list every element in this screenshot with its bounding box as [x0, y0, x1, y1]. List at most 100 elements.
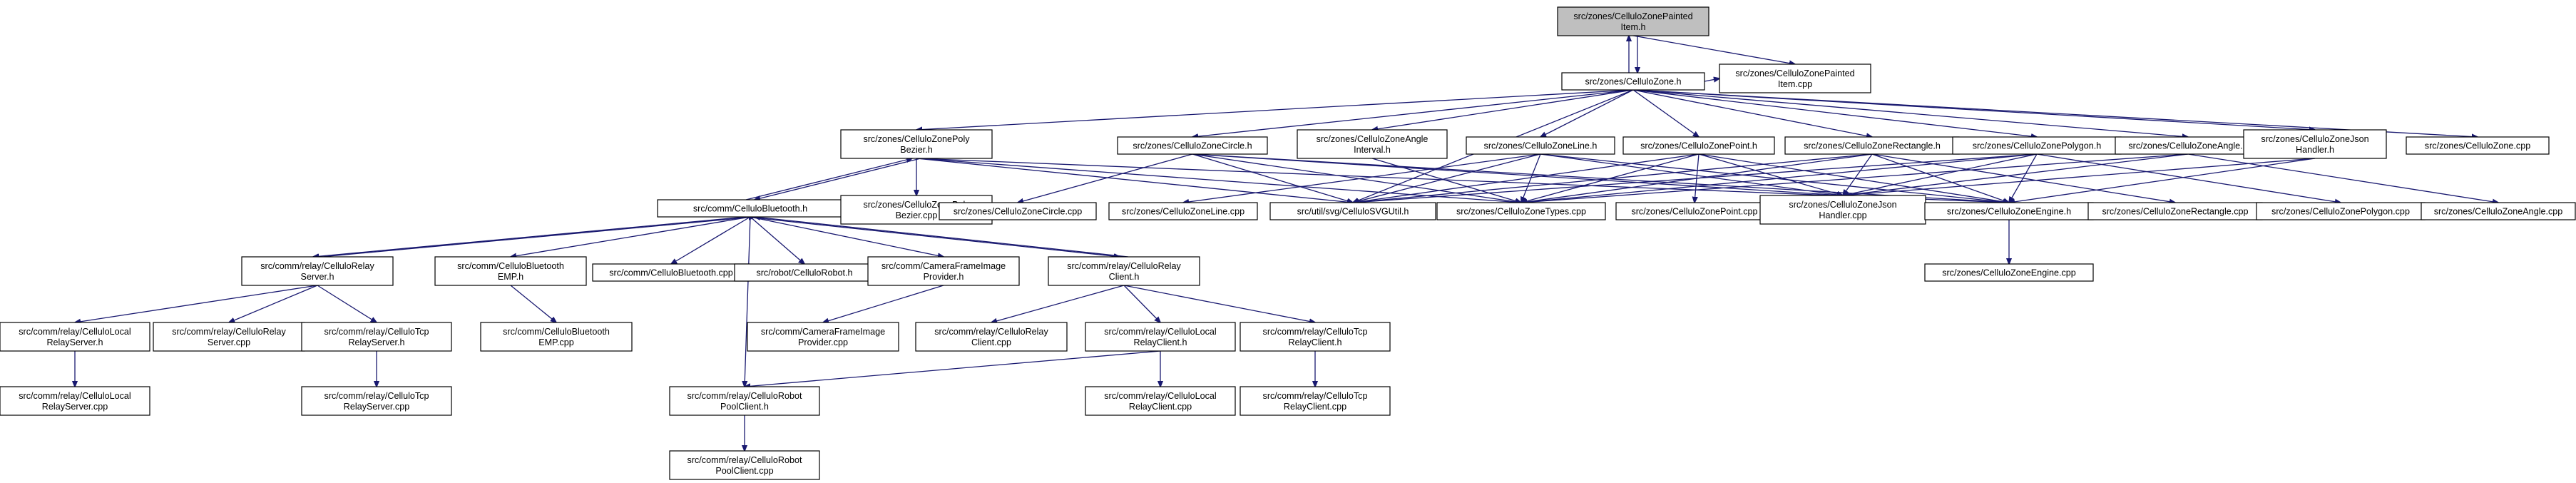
- file-node-polygon-h[interactable]: src/zones/CelluloZonePolygon.h: [1952, 136, 2122, 155]
- node-box: [1048, 256, 1200, 286]
- node-box: [1466, 136, 1615, 155]
- node-box: [1719, 63, 1871, 93]
- dependency-edge: [1192, 153, 1353, 203]
- node-label: src/comm/relay/CelluloTcp: [324, 391, 429, 401]
- node-box: [867, 256, 1020, 286]
- dependency-edge: [755, 217, 1129, 258]
- dependency-edge: [916, 158, 1353, 203]
- file-node-circle-cpp[interactable]: src/zones/CelluloZoneCircle.cpp: [939, 202, 1097, 220]
- dependency-edge: [2187, 153, 2498, 203]
- node-label: src/comm/relay/CelluloTcp: [324, 327, 429, 337]
- node-label: src/comm/relay/CelluloRelay: [260, 261, 374, 271]
- file-node-angle-h[interactable]: src/zones/CelluloZoneAngle.h: [2115, 136, 2261, 155]
- file-node-localclient-cpp[interactable]: src/comm/relay/CelluloLocalRelayClient.c…: [1085, 386, 1236, 416]
- dependency-edge: [2009, 153, 2038, 203]
- file-node-rect-cpp[interactable]: src/zones/CelluloZoneRectangle.cpp: [2087, 202, 2263, 220]
- dependency-edge: [916, 158, 1521, 203]
- node-label: src/comm/relay/CelluloLocal: [1104, 327, 1216, 337]
- file-node-poolclient-cpp[interactable]: src/comm/relay/CelluloRobotPoolClient.cp…: [669, 450, 820, 480]
- node-label: src/zones/CelluloZoneRectangle.cpp: [2102, 207, 2248, 217]
- node-label: RelayServer.cpp: [42, 402, 108, 412]
- file-node-types-cpp[interactable]: src/zones/CelluloZoneTypes.cpp: [1436, 202, 1606, 220]
- node-label: src/zones/CelluloZonePoint.cpp: [1631, 207, 1757, 217]
- node-label: src/zones/CelluloZonePoint.h: [1640, 141, 1757, 151]
- file-node-point-cpp[interactable]: src/zones/CelluloZonePoint.cpp: [1615, 202, 1774, 220]
- dependency-edge: [1372, 89, 1634, 130]
- node-box: [2256, 202, 2426, 220]
- node-box: [2243, 129, 2387, 159]
- dependency-edge: [916, 89, 1634, 130]
- dependency-edge: [1353, 153, 2038, 203]
- dependency-edge: [1521, 153, 1541, 203]
- file-node-svgutil-h[interactable]: src/util/svg/CelluloSVGUtil.h: [1269, 202, 1436, 220]
- node-label: src/zones/CelluloZonePainted: [1573, 11, 1692, 21]
- node-box: [669, 386, 820, 416]
- file-node-czone-cpp[interactable]: src/zones/CelluloZone.cpp: [2406, 136, 2550, 155]
- file-node-engine-h[interactable]: src/zones/CelluloZoneEngine.h: [1924, 202, 2094, 220]
- node-label: src/zones/CelluloZoneAngle.h: [2128, 141, 2247, 151]
- node-label: Client.h: [1109, 272, 1140, 282]
- file-node-line-cpp[interactable]: src/zones/CelluloZoneLine.cpp: [1108, 202, 1258, 220]
- file-node-czone-h[interactable]: src/zones/CelluloZone.h: [1561, 72, 1705, 91]
- node-label: src/zones/CelluloZoneAngle: [1317, 134, 1428, 144]
- node-label: Bezier.cpp: [896, 210, 938, 220]
- node-label: Interval.h: [1354, 145, 1391, 155]
- node-box: [153, 322, 305, 352]
- file-node-line-h[interactable]: src/zones/CelluloZoneLine.h: [1466, 136, 1615, 155]
- file-node-localserver-cpp[interactable]: src/comm/relay/CelluloLocalRelayServer.c…: [0, 386, 150, 416]
- dependency-edge: [313, 216, 747, 257]
- dependency-edge: [75, 285, 318, 322]
- file-node-engine-cpp[interactable]: src/zones/CelluloZoneEngine.cpp: [1924, 263, 2094, 282]
- node-box: [1622, 136, 1775, 155]
- node-label: RelayClient.cpp: [1129, 402, 1192, 412]
- node-label: Bezier.h: [900, 145, 933, 155]
- dependency-edge: [1843, 158, 2316, 195]
- file-node-bt-h[interactable]: src/comm/CelluloBluetooth.h: [657, 199, 844, 218]
- file-node-rect-h[interactable]: src/zones/CelluloZoneRectangle.h: [1784, 136, 1960, 155]
- node-box: [1561, 72, 1705, 91]
- dependency-edges: [75, 36, 2498, 451]
- file-node-robot-h[interactable]: src/robot/CelluloRobot.h: [734, 263, 875, 282]
- dependency-edge: [1353, 153, 1700, 203]
- dependency-edge: [1632, 89, 1699, 137]
- file-node-angle-cpp[interactable]: src/zones/CelluloZoneAngle.cpp: [2421, 202, 2576, 220]
- file-node-polygon-cpp[interactable]: src/zones/CelluloZonePolygon.cpp: [2256, 202, 2426, 220]
- node-box: [1436, 202, 1606, 220]
- dependency-edge: [991, 285, 1125, 322]
- file-node-circle-h[interactable]: src/zones/CelluloZoneCircle.h: [1117, 136, 1268, 155]
- dependency-edge: [1871, 153, 2009, 203]
- node-label: src/comm/CameraFrameImage: [881, 261, 1006, 271]
- node-label: src/zones/CelluloZonePolygon.h: [1973, 141, 2102, 151]
- node-box: [734, 263, 875, 282]
- node-box: [1924, 263, 2094, 282]
- dependency-edge: [510, 285, 556, 322]
- node-box: [301, 322, 452, 352]
- file-node-bt-cpp[interactable]: src/comm/CelluloBluetooth.cpp: [592, 263, 750, 282]
- node-label: src/comm/relay/CelluloLocal: [1104, 391, 1216, 401]
- node-label: Item.cpp: [1778, 79, 1812, 89]
- node-label: RelayServer.h: [348, 337, 404, 347]
- dependency-edge: [1632, 89, 2188, 137]
- file-node-point-h[interactable]: src/zones/CelluloZonePoint.h: [1622, 136, 1775, 155]
